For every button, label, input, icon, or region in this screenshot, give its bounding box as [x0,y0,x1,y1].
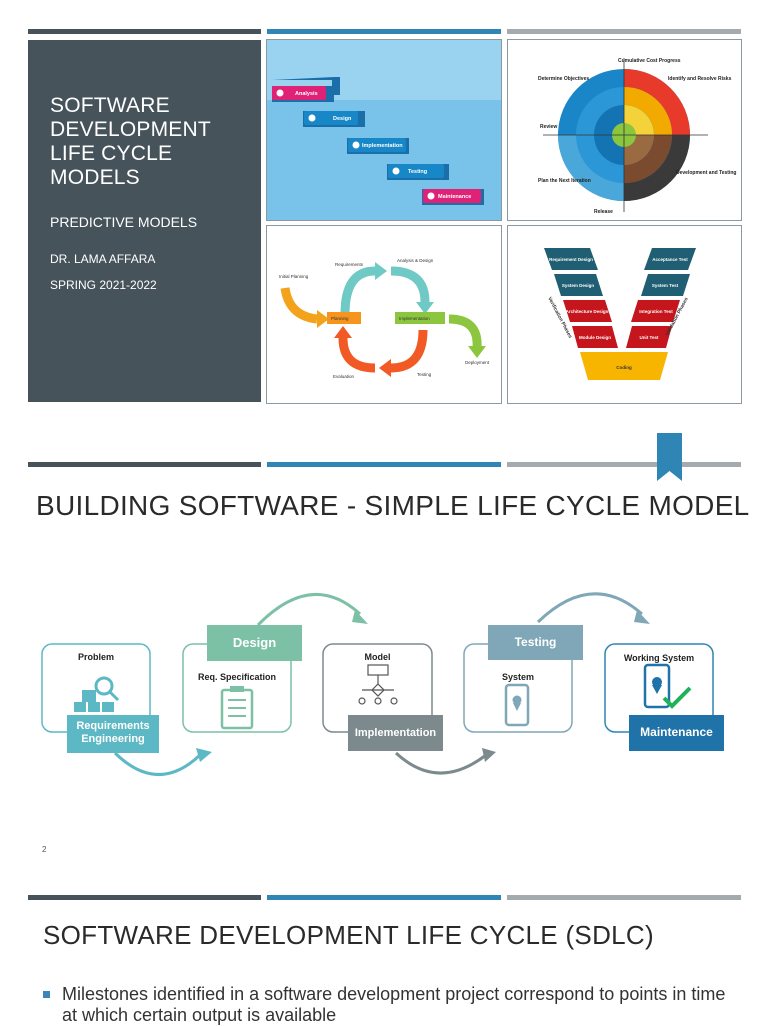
author-name: DR. LAMA AFFARA [50,252,156,266]
vmodel-right-stage: System Test [652,283,679,288]
iter-label-testing: Testing [417,372,432,377]
spiral-label-risks: Identify and Resolve Risks [668,76,732,82]
vmodel-left-stage: System Design [562,283,595,288]
vmodel-coding: Coding [616,365,632,370]
waterfall-step-label: Analysis [295,91,318,97]
waterfall-step-label: Implementation [362,143,403,149]
slide3-bar-dark [28,895,261,900]
presentation-title: SOFTWARE DEVELOPMENT LIFE CYCLE MODELS [50,94,250,190]
v-model-image: Requirement Design System Design Archite… [507,225,742,404]
slide3-title: SOFTWARE DEVELOPMENT LIFE CYCLE (SDLC) [43,920,654,950]
stage-testing-tab: Testing [514,635,557,649]
slide1-bar-blue [267,29,501,34]
presentation-subtitle: PREDICTIVE MODELS [50,214,198,230]
vmodel-right-stage: Integration Test [639,309,673,314]
title-line: SOFTWARE [50,94,170,117]
slide3-bar-blue [267,895,501,900]
vmodel-left-stage: Architecture Design [566,309,609,314]
bookmark-icon [657,433,682,481]
iter-label-deployment: Deployment [465,360,490,365]
vmodel-right-stage: Unit Test [640,335,659,340]
iter-label-implementation: Implementation [399,316,430,321]
vmodel-right-stage: Acceptance Test [652,257,688,262]
slide1-bar-dark [28,29,261,34]
stage-design-tab: Design [232,635,277,650]
slide2-bar-blue [267,462,501,467]
bullet-text: Milestones identified in a software deve… [62,984,726,1025]
stage-working-system-title: Working System [623,653,695,663]
slide1-bar-grey [507,29,741,34]
vmodel-left-stage: Module Design [579,335,611,340]
iter-label-planning: Planning [331,316,349,321]
spiral-label-release: Release [594,209,613,215]
waterfall-step-label: Maintenance [438,194,471,200]
spiral-label-review: Review [540,124,557,130]
title-line: MODELS [50,166,140,189]
stage-maintenance-badge: Maintenance [640,725,713,739]
iter-label-requirements: Requirements [335,262,364,267]
waterfall-model-image: Analysis Design Implementation Testing M… [266,39,502,221]
iterative-model-image: Initial Planning Requirements Analysis &… [266,225,502,404]
stage-system-title: System [501,672,535,682]
iter-label-evaluation: Evaluation [333,374,355,379]
spiral-label-devtest: Development and Testing [676,170,736,176]
bullet-marker [43,991,50,998]
slide-number: 2 [42,845,47,854]
semester-label: SPRING 2021-2022 [50,278,157,292]
title-panel: SOFTWARE DEVELOPMENT LIFE CYCLE MODELS P… [28,40,261,402]
spiral-label-next: Plan the Next Iteration [538,178,591,184]
life-cycle-diagram [41,592,724,776]
spiral-model-image: Cumulative Cost Progress Determine Objec… [507,39,742,221]
stage-requirements-badge: Requirements Engineering [76,720,150,745]
slide3-bar-grey [507,895,741,900]
vmodel-left-stage: Requirement Design [549,257,593,262]
stage-implementation-badge: Implementation [354,727,437,739]
waterfall-step-label: Testing [408,169,427,175]
spiral-label-cost: Cumulative Cost Progress [618,58,681,64]
iter-label-initial: Initial Planning [279,274,309,279]
slide2-bar-grey [507,462,741,467]
title-line: LIFE CYCLE [50,142,173,165]
stage-problem-title: Problem [77,652,114,662]
iter-label-analysis: Analysis & Design [397,258,434,263]
stage-model-title: Model [364,652,391,662]
waterfall-step-label: Design [333,116,352,122]
spiral-label-objectives: Determine Objectives [538,76,589,82]
slide2-title: BUILDING SOFTWARE - SIMPLE LIFE CYCLE MO… [36,490,750,521]
slide2-bar-dark [28,462,261,467]
title-line: DEVELOPMENT [50,118,211,141]
stage-req-spec-title: Req. Specification [197,672,277,682]
